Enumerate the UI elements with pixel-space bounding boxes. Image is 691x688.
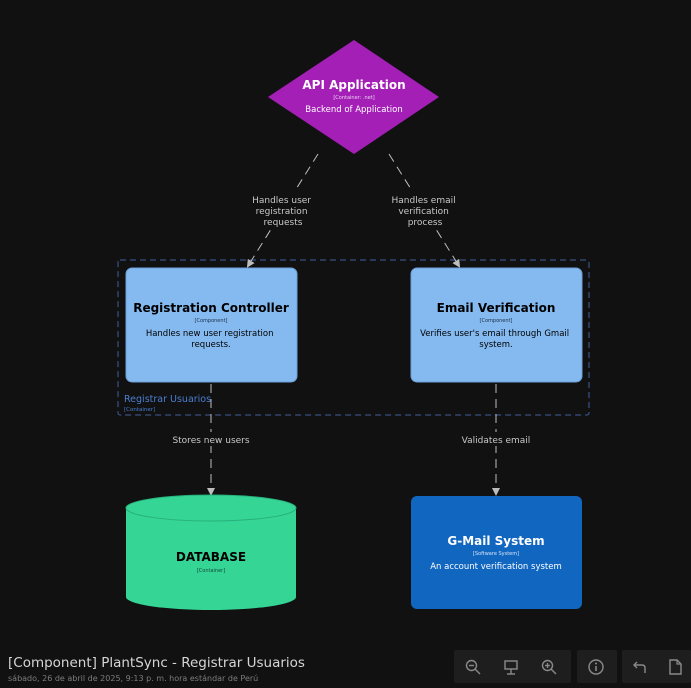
zoom-in-button[interactable] xyxy=(530,650,568,683)
history-toolbar xyxy=(622,650,691,683)
page-subtitle: sábado, 26 de abril de 2025, 9:13 p. m. … xyxy=(8,674,259,683)
boundary-label: Registrar Usuarios xyxy=(124,394,211,405)
boundary-registrar-usuarios xyxy=(117,259,590,416)
fit-button[interactable] xyxy=(492,650,530,683)
undo-icon xyxy=(633,661,646,673)
database-top xyxy=(125,494,297,522)
gmail-name: G-Mail System xyxy=(447,534,544,548)
node-registration-controller[interactable]: Registration Controller [Component] Hand… xyxy=(125,267,298,383)
info-toolbar xyxy=(577,650,617,683)
registration-description: Handles new user registration requests. xyxy=(146,329,276,350)
api-name: API Application xyxy=(302,78,405,92)
node-database[interactable]: DATABASE [Container] xyxy=(125,494,297,610)
email-name: Email Verification xyxy=(437,301,556,315)
email-description: Verifies user's email through Gmail syst… xyxy=(420,329,572,350)
database-type: [Container] xyxy=(197,568,225,574)
api-type: [Container: .net] xyxy=(333,95,374,101)
api-diamond xyxy=(268,40,439,154)
edge-label-api-to-email: Handles email verification process xyxy=(392,196,459,228)
registration-box xyxy=(125,267,298,383)
edge-label-registration-to-database: Stores new users xyxy=(172,436,249,446)
undo-button[interactable] xyxy=(622,650,658,683)
node-api-application[interactable]: API Application [Container: .net] Backen… xyxy=(268,40,439,154)
export-icon xyxy=(668,658,682,675)
edge-label-api-to-registration: Handles user registration requests xyxy=(252,196,314,228)
info-button[interactable] xyxy=(577,650,615,683)
zoom-in-icon xyxy=(541,659,557,674)
zoom-out-icon xyxy=(465,659,481,674)
node-email-verification[interactable]: Email Verification [Component] Verifies … xyxy=(410,267,583,383)
gmail-box xyxy=(411,496,582,609)
zoom-out-button[interactable] xyxy=(454,650,492,683)
info-icon xyxy=(588,658,604,675)
registration-type: [Component] xyxy=(195,318,228,324)
database-name: DATABASE xyxy=(176,550,246,564)
node-gmail-system[interactable]: G-Mail System [Software System] An accou… xyxy=(411,496,582,609)
boundary-type: [Container] xyxy=(124,407,155,413)
registration-name: Registration Controller xyxy=(133,301,289,315)
gmail-description: An account verification system xyxy=(430,562,562,572)
export-button[interactable] xyxy=(658,650,691,683)
database-body xyxy=(126,508,296,610)
api-description: Backend of Application xyxy=(305,105,402,115)
email-type: [Component] xyxy=(480,318,513,324)
edge-label-email-to-gmail: Validates email xyxy=(462,436,531,446)
email-box xyxy=(410,267,583,383)
zoom-toolbar xyxy=(454,650,571,683)
page-title: [Component] PlantSync - Registrar Usuari… xyxy=(8,655,305,671)
fit-icon xyxy=(504,659,518,675)
gmail-type: [Software System] xyxy=(473,551,519,557)
